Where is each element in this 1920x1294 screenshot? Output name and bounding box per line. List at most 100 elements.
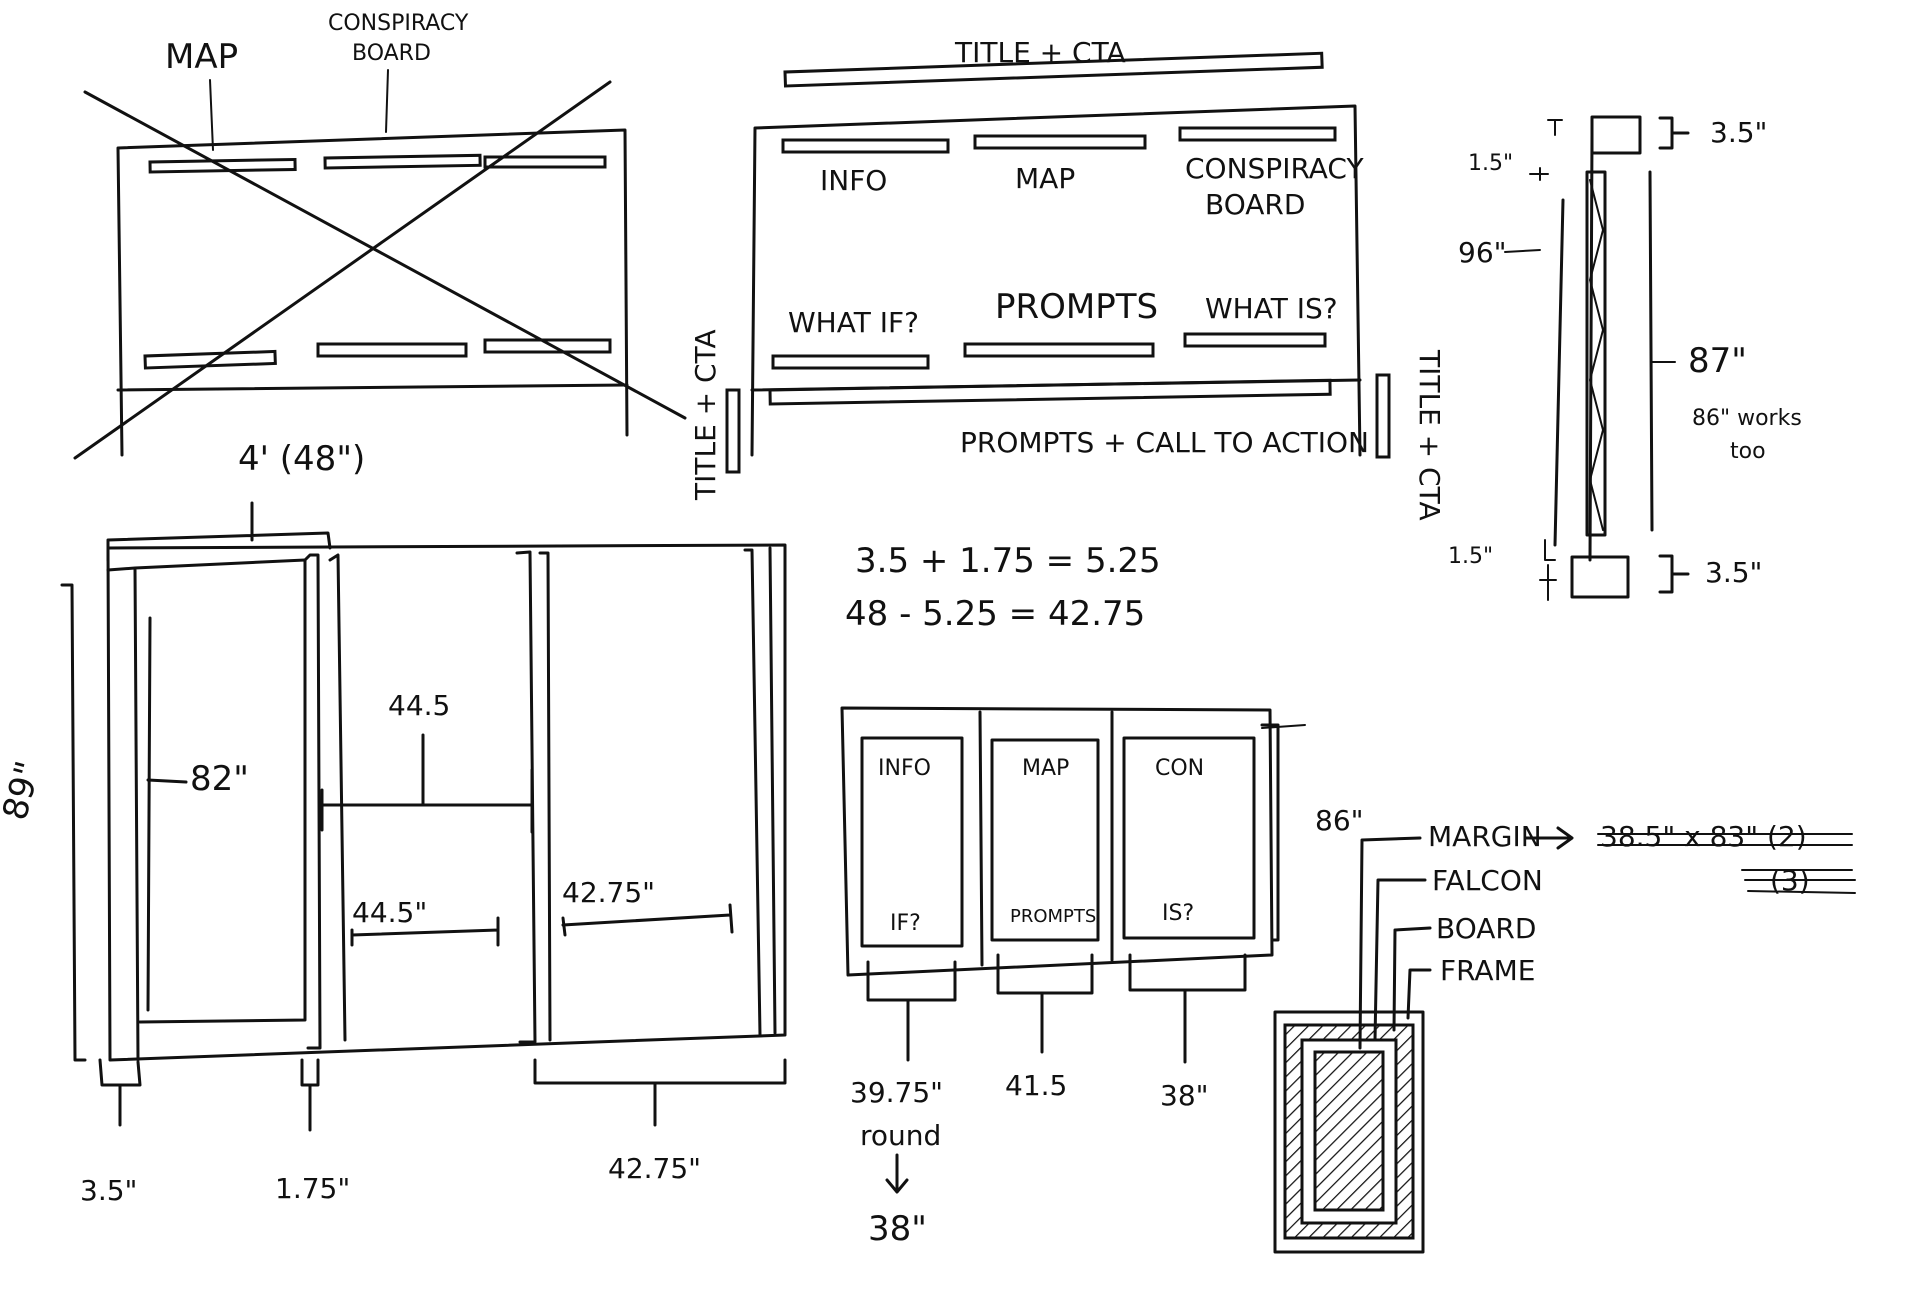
side-top-gap: 1.5" — [1468, 151, 1513, 176]
layout-bar-what-is — [1183, 332, 1327, 348]
layout-panel-what-is: WHAT IS? — [1205, 292, 1338, 325]
crossed-label-map: MAP — [165, 37, 238, 77]
triptych-width2-dim — [996, 953, 1094, 1054]
triptych-width1: 39.75" — [850, 1076, 943, 1109]
frame-post-width: 3.5" — [80, 1174, 137, 1207]
layer-leader-falcon — [1373, 878, 1427, 1042]
frame-height-outer: 89" — [0, 757, 49, 824]
frame-left-inner — [146, 616, 152, 1012]
frame-span-upper-dim — [320, 733, 534, 834]
side-tick-top — [1547, 119, 1563, 136]
frame-stud-2 — [328, 553, 347, 1042]
layer-outer-frame — [1273, 1010, 1425, 1254]
triptych-panel2-bottom: PROMPTS — [1010, 906, 1096, 927]
crossed-frame — [116, 128, 629, 457]
triptych-panel3-top: CON — [1155, 756, 1204, 781]
crossed-bar-top-1 — [148, 157, 297, 174]
side-height-board: 87" — [1688, 341, 1747, 381]
crossed-bar-top-2 — [323, 153, 482, 170]
layer-board: BOARD — [1436, 912, 1536, 945]
math-line2: 48 - 5.25 = 42.75 — [845, 594, 1145, 634]
layer-leader-margin — [1358, 836, 1422, 1050]
layer-frame: FRAME — [1440, 954, 1535, 987]
layout-concept: TITLE + CTA INFO MAP CONSPIRACY BOARD WH… — [689, 36, 1446, 521]
side-note-line2: too — [1730, 439, 1766, 464]
frame-span-lower: 44.5" — [352, 896, 427, 929]
frame-right-post — [743, 546, 777, 1037]
triptych-height-leader — [1261, 724, 1306, 729]
layout-bottom-caption: PROMPTS + CALL TO ACTION — [960, 426, 1369, 459]
frame-span-right-dim — [561, 903, 734, 937]
layout-side-bar-left — [725, 388, 741, 474]
crossed-label-board-line1: CONSPIRACY — [328, 11, 469, 36]
triptych-height: 86" — [1315, 804, 1364, 837]
triptych-height-dim — [1260, 723, 1280, 942]
layout-side-left: TITLE + CTA — [689, 329, 722, 501]
math-line1: 3.5 + 1.75 = 5.25 — [855, 541, 1161, 581]
triptych-round-arrow — [885, 1153, 909, 1194]
frame-stud-1 — [303, 553, 322, 1050]
side-dim-87 — [1648, 170, 1654, 532]
triptych-frame — [840, 706, 1274, 977]
triptych-plan: INFO IF? MAP PROMPTS CON IS? 86" 39.75" … — [840, 706, 1364, 1249]
layer-strike-count — [1741, 869, 1856, 894]
side-height-total: 96" — [1458, 236, 1507, 269]
crossed-bar-bottom-1 — [143, 349, 277, 370]
frame-width-dim — [106, 501, 332, 562]
side-bottom-gap: 1.5" — [1448, 544, 1493, 569]
side-bracket-bottom — [1544, 539, 1556, 561]
triptych-width3: 38" — [1160, 1079, 1209, 1112]
side-zigzag-core — [1589, 179, 1604, 531]
layout-panel-board-line2: BOARD — [1205, 188, 1305, 221]
side-bottom-cap: 3.5" — [1705, 556, 1762, 589]
layer-arrow — [1523, 826, 1574, 850]
triptych-panel-2 — [990, 738, 1100, 942]
frame-span-right: 42.75" — [562, 876, 655, 909]
layer-board-core — [1313, 1050, 1385, 1212]
layer-leader-board — [1392, 926, 1432, 1032]
cross-out-stroke-1 — [83, 90, 687, 420]
side-tick-bottom — [1539, 564, 1557, 601]
layout-bar-info — [781, 138, 950, 154]
crossed-concept: MAP CONSPIRACY BOARD — [73, 11, 687, 460]
layout-side-bar-right — [1375, 373, 1391, 459]
side-top-cap: 3.5" — [1710, 116, 1767, 149]
triptych-panel2-top: MAP — [1022, 756, 1069, 781]
cross-out-stroke-2 — [73, 80, 612, 460]
frame-span-upper: 44.5 — [388, 689, 450, 722]
crossed-bar-top-3 — [483, 155, 607, 169]
frame-span-lower-dim — [350, 916, 500, 947]
layout-panel-info: INFO — [820, 164, 887, 197]
side-bracket-top — [1529, 167, 1549, 181]
layout-bar-prompts — [963, 342, 1155, 358]
frame-left-bay — [106, 558, 307, 1062]
crossed-bar-bottom-2 — [316, 342, 468, 358]
triptych-width3-dim — [1128, 953, 1247, 1064]
frame-stud-dim — [300, 1058, 320, 1132]
side-bracket-cap-top — [1658, 116, 1690, 150]
crossed-label-board-line2: BOARD — [352, 41, 431, 66]
frame-height-outer-dim — [60, 583, 87, 1062]
side-section: 3.5" 1.5" 96" 87" 86" works too 1.5" 3.5… — [1448, 115, 1802, 601]
frame-stud-width: 1.75" — [275, 1172, 350, 1205]
side-bracket-cap-bottom — [1658, 554, 1690, 594]
layer-struck-dims: 38.5" x 83" (2) — [1600, 820, 1807, 853]
layout-bar-map — [973, 134, 1147, 150]
layer-leader-frame — [1406, 968, 1432, 1020]
frame-bay-width: 42.75" — [608, 1152, 701, 1185]
frame-width-label: 4' (48") — [238, 439, 365, 479]
layout-panel-prompts: PROMPTS — [995, 287, 1158, 327]
leader-line-map — [209, 79, 214, 151]
layout-panel-board-line1: CONSPIRACY — [1185, 152, 1364, 185]
triptych-panel3-bottom: IS? — [1162, 901, 1194, 926]
triptych-dividers — [978, 710, 1114, 967]
side-board — [1585, 170, 1607, 537]
frame-bay-dim — [533, 1058, 787, 1127]
layout-bar-what-if — [771, 354, 930, 370]
frame-plan: 4' (48") 89" 82" 44.5 44.5" 42.75" 3.5" … — [0, 439, 787, 1207]
crossed-baseline — [116, 383, 629, 392]
layer-strike-dims — [1597, 833, 1853, 846]
triptych-width2: 41.5 — [1005, 1069, 1067, 1102]
